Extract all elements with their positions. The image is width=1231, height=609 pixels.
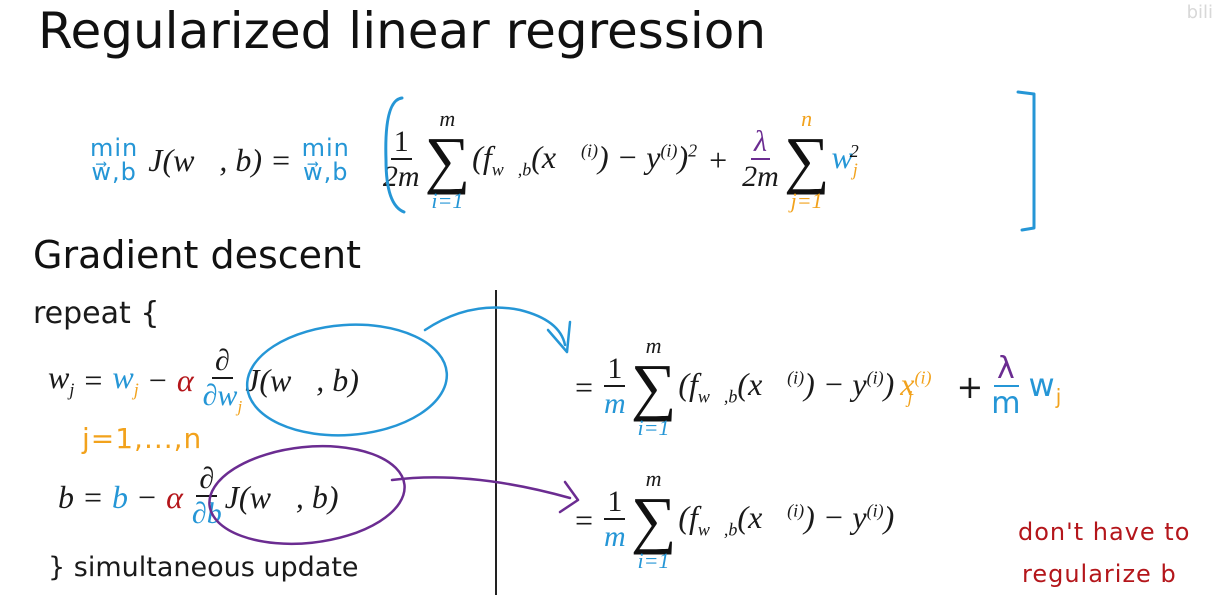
sigma-icon: ∑ xyxy=(783,123,830,195)
partial-numerator: ∂ xyxy=(196,462,218,498)
denominator: m xyxy=(604,520,626,554)
error-term: (fw⃗,b(x⃗(i)) − y(i)) xyxy=(678,499,895,540)
partial-denominator: ∂b xyxy=(191,497,222,531)
simultaneous-update-label: } simultaneous update xyxy=(48,552,359,583)
plus-sign: + xyxy=(709,141,728,178)
b-derivative-expression: = 1 m m ∑ i=1 (fw⃗,b(x⃗(i)) − y(i)) xyxy=(575,455,894,585)
partial-denominator: ∂wj xyxy=(202,378,243,416)
alpha-symbol: α xyxy=(176,361,194,398)
equals-sign: = xyxy=(575,501,594,538)
summation-i: m ∑ i=1 xyxy=(630,332,677,441)
sum-upper: n xyxy=(801,105,813,131)
fraction-one-over-m: 1 m xyxy=(601,485,629,555)
equals-sign: = xyxy=(575,368,594,405)
sigma-icon: ∑ xyxy=(424,123,471,195)
min-subscript: w⃗,b xyxy=(302,158,349,186)
lambda-symbol: λ xyxy=(750,125,770,161)
note-line-2-text: regularize b xyxy=(1022,560,1177,588)
feature-x: x(i)j xyxy=(900,366,932,407)
fraction-lambda-over-m: λ m xyxy=(988,352,1024,422)
cost-lhs: J(w⃗, b) = xyxy=(148,141,292,178)
denominator: m xyxy=(604,387,626,421)
fraction-one-over-2m: 1 2m xyxy=(380,125,423,195)
denominator: 2m xyxy=(382,160,420,194)
b-current: b xyxy=(112,478,129,515)
bracket-right xyxy=(1016,90,1036,232)
index-range-note: j=1,...,n xyxy=(82,422,203,455)
alpha-symbol: α xyxy=(166,478,183,515)
min-label: min xyxy=(90,134,139,162)
b-update-rule: b = b − α ∂ ∂b J(w⃗, b) xyxy=(58,452,338,542)
minus-sign: − xyxy=(148,361,167,398)
lambda-symbol: λ xyxy=(994,352,1019,388)
watermark-logo: bili xyxy=(1186,2,1213,23)
sum-lower: i=1 xyxy=(637,548,670,574)
min-label: min xyxy=(301,134,350,162)
slide-title: Regularized linear regression xyxy=(38,2,767,60)
minus-sign: − xyxy=(138,478,157,515)
b-lhs: b xyxy=(58,478,74,515)
sum-upper: m xyxy=(645,465,662,491)
cost-J: J(w⃗, b) xyxy=(224,478,339,515)
b-arrow-curve xyxy=(390,476,572,500)
partial-derivative-w: ∂ ∂wj xyxy=(200,344,246,417)
cost-J: J(w⃗, b) xyxy=(245,361,359,398)
regularization-term: wj2 xyxy=(831,139,859,180)
repeat-label: repeat { xyxy=(33,296,160,331)
sum-lower: i=1 xyxy=(637,415,670,441)
fraction-lambda-over-2m: λ 2m xyxy=(739,125,782,195)
sum-lower: j=1 xyxy=(790,188,823,214)
sum-upper: m xyxy=(645,332,662,358)
sum-upper: m xyxy=(439,105,456,131)
denominator: 2m xyxy=(742,160,779,194)
note-line-2: regularize b xyxy=(1022,560,1177,588)
sum-lower: i=1 xyxy=(431,188,464,214)
numerator: 1 xyxy=(604,352,626,388)
min-subscript: w⃗,b xyxy=(91,158,137,186)
numerator: 1 xyxy=(604,485,626,521)
summation-i: m ∑ i=1 xyxy=(630,465,677,574)
min-operator-right: min w⃗,b xyxy=(302,136,350,184)
squared-error-term: (fw⃗,b(x⃗(i)) − y(i))2 xyxy=(472,139,698,180)
summation-i: m ∑ i=1 xyxy=(424,105,471,214)
w-update-rule: wj = wj − α ∂ ∂wj J(w⃗, b) xyxy=(48,335,359,425)
denominator: m xyxy=(991,386,1022,422)
partial-numerator: ∂ xyxy=(211,344,233,379)
note-line-1: don't have to xyxy=(1018,518,1191,546)
equals-sign: = xyxy=(84,361,103,398)
gradient-descent-heading: Gradient descent xyxy=(33,233,362,277)
w-derivative-expression: = 1 m m ∑ i=1 (fw⃗,b(x⃗(i)) − y(i)) x(i)… xyxy=(575,322,1062,452)
sigma-icon: ∑ xyxy=(630,483,677,555)
equals-sign: = xyxy=(84,478,103,515)
w-lhs: wj xyxy=(48,359,75,400)
w-current: wj xyxy=(112,359,139,400)
summation-j: n ∑ j=1 xyxy=(783,105,830,214)
w-arrow-head xyxy=(546,320,572,354)
partial-derivative-b: ∂ ∂b xyxy=(189,462,225,532)
fraction-one-over-m: 1 m xyxy=(601,352,629,422)
numerator: 1 xyxy=(390,125,412,161)
min-operator-left: min w⃗,b xyxy=(90,136,138,184)
sigma-icon: ∑ xyxy=(630,350,677,422)
w-term: wj xyxy=(1028,365,1063,409)
cost-function: min w⃗,b J(w⃗, b) = min w⃗,b 1 2m m ∑ i=… xyxy=(90,95,859,225)
error-term: (fw⃗,b(x⃗(i)) − y(i)) xyxy=(678,366,895,407)
w-arrow-curve xyxy=(423,306,567,347)
plus-sign: + xyxy=(956,368,985,406)
